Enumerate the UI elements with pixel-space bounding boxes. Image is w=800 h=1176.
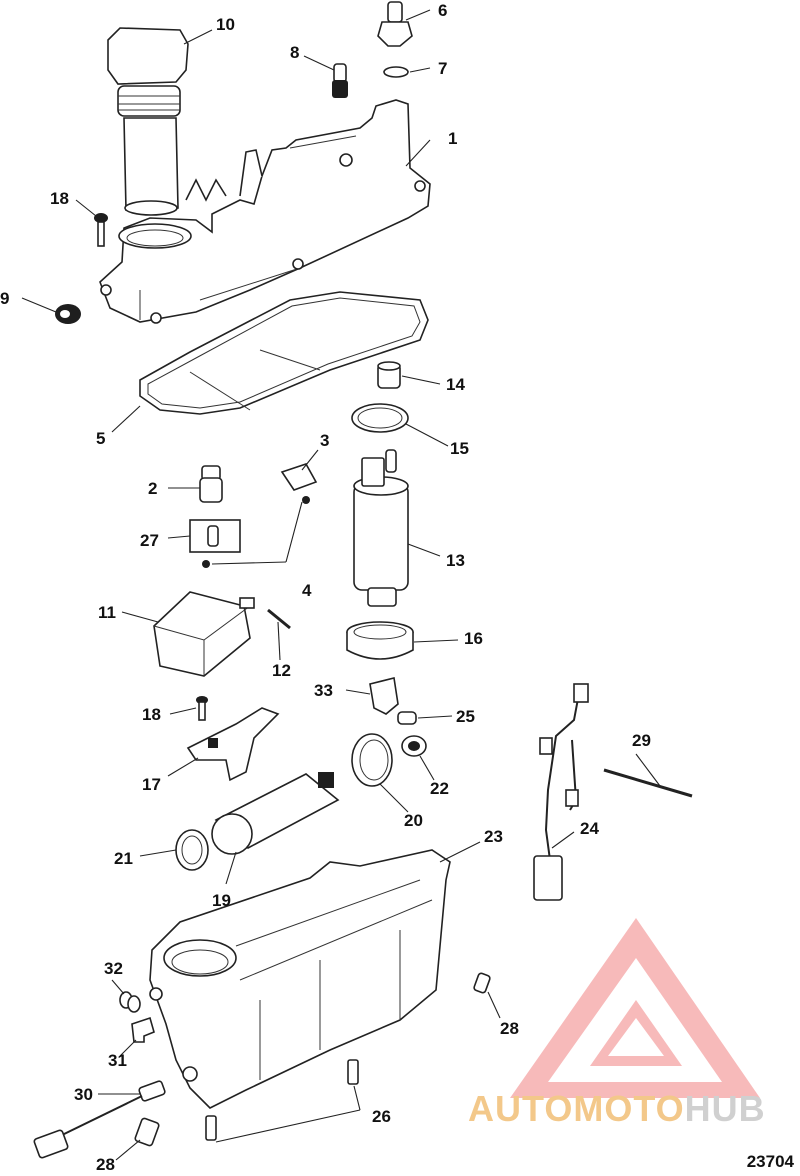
callout-27: 27 (140, 531, 159, 550)
part-23-lower-housing (149, 849, 451, 1109)
callout-31: 31 (108, 1051, 127, 1070)
part-28-sensor-left (134, 1117, 160, 1147)
watermark-text: AUTOMOTOHUB (468, 1088, 766, 1130)
callout-18-top: 18 (50, 189, 69, 208)
part-18-screw-lower (196, 696, 208, 721)
callout-30: 30 (74, 1085, 93, 1104)
part-3-plate (280, 463, 318, 491)
callout-2: 2 (148, 479, 157, 498)
callout-9: 9 (0, 289, 9, 308)
callout-labels: 1 2 3 4 5 6 7 8 9 10 11 12 13 14 15 16 1… (0, 1, 651, 1174)
callout-10: 10 (216, 15, 235, 34)
part-9-bushing (55, 304, 81, 324)
callout-17: 17 (142, 775, 161, 794)
part-28-sensor-right (473, 972, 491, 994)
part-12-pin (267, 608, 291, 630)
callout-7: 7 (438, 59, 447, 78)
part-15-o-ring (351, 403, 409, 433)
part-1-top-cover (99, 99, 431, 324)
callout-32: 32 (104, 959, 123, 978)
callout-14: 14 (446, 375, 465, 394)
part-32-clamps (119, 991, 141, 1013)
part-2-fitting (199, 465, 223, 503)
part-20-ring (351, 733, 393, 787)
part-18-screw-top (94, 213, 108, 247)
part-10-filter-housing (107, 27, 189, 216)
part-19-pump (211, 772, 340, 855)
callout-33: 33 (314, 681, 333, 700)
callout-19: 19 (212, 891, 231, 910)
part-22-nut (401, 735, 427, 757)
callout-12: 12 (272, 661, 291, 680)
part-7-washer (383, 66, 409, 78)
part-6-fitting (377, 1, 413, 47)
callout-5: 5 (96, 429, 105, 448)
part-26-fittings (205, 1059, 359, 1141)
watermark-text-part1: AUTOMOTO (468, 1088, 685, 1129)
part-8-valve (332, 63, 348, 98)
callout-6: 6 (438, 1, 447, 20)
callout-18-lower: 18 (142, 705, 161, 724)
callout-28-right: 28 (500, 1019, 519, 1038)
callout-8: 8 (290, 43, 299, 62)
callout-23: 23 (484, 827, 503, 846)
part-13-fuel-pump (353, 449, 409, 607)
leader-lines (21, 9, 661, 1161)
watermark-text-part2: HUB (684, 1088, 766, 1129)
callout-22: 22 (430, 779, 449, 798)
watermark-logo (510, 918, 760, 1098)
callout-26: 26 (372, 1107, 391, 1126)
callout-11: 11 (98, 603, 116, 622)
part-27-sensor (189, 519, 241, 553)
part-30-sensor-wire (33, 1080, 166, 1159)
part-11-module (153, 591, 255, 677)
callout-25: 25 (456, 707, 475, 726)
figure-number: 23704 (746, 1152, 794, 1171)
part-14-spacer (377, 361, 401, 389)
callout-16: 16 (464, 629, 483, 648)
callout-24: 24 (580, 819, 599, 838)
callout-3: 3 (320, 431, 329, 450)
part-25-fitting (397, 711, 417, 725)
callout-15: 15 (450, 439, 469, 458)
part-16-ring (346, 621, 414, 660)
callout-4: 4 (302, 581, 312, 600)
part-5-gasket (139, 291, 429, 415)
part-29-cable-tie (603, 768, 693, 798)
part-21-washer (175, 829, 209, 871)
part-31-elbow (131, 1016, 155, 1043)
callout-28-left: 28 (96, 1155, 115, 1174)
part-17-bracket (186, 707, 280, 782)
part-24-harness (533, 683, 589, 901)
part-33-clip (369, 677, 399, 715)
callout-20: 20 (404, 811, 423, 830)
callout-13: 13 (446, 551, 465, 570)
callout-21: 21 (114, 849, 133, 868)
callout-1: 1 (448, 129, 457, 148)
callout-29: 29 (632, 731, 651, 750)
part-4-screws (202, 496, 310, 568)
